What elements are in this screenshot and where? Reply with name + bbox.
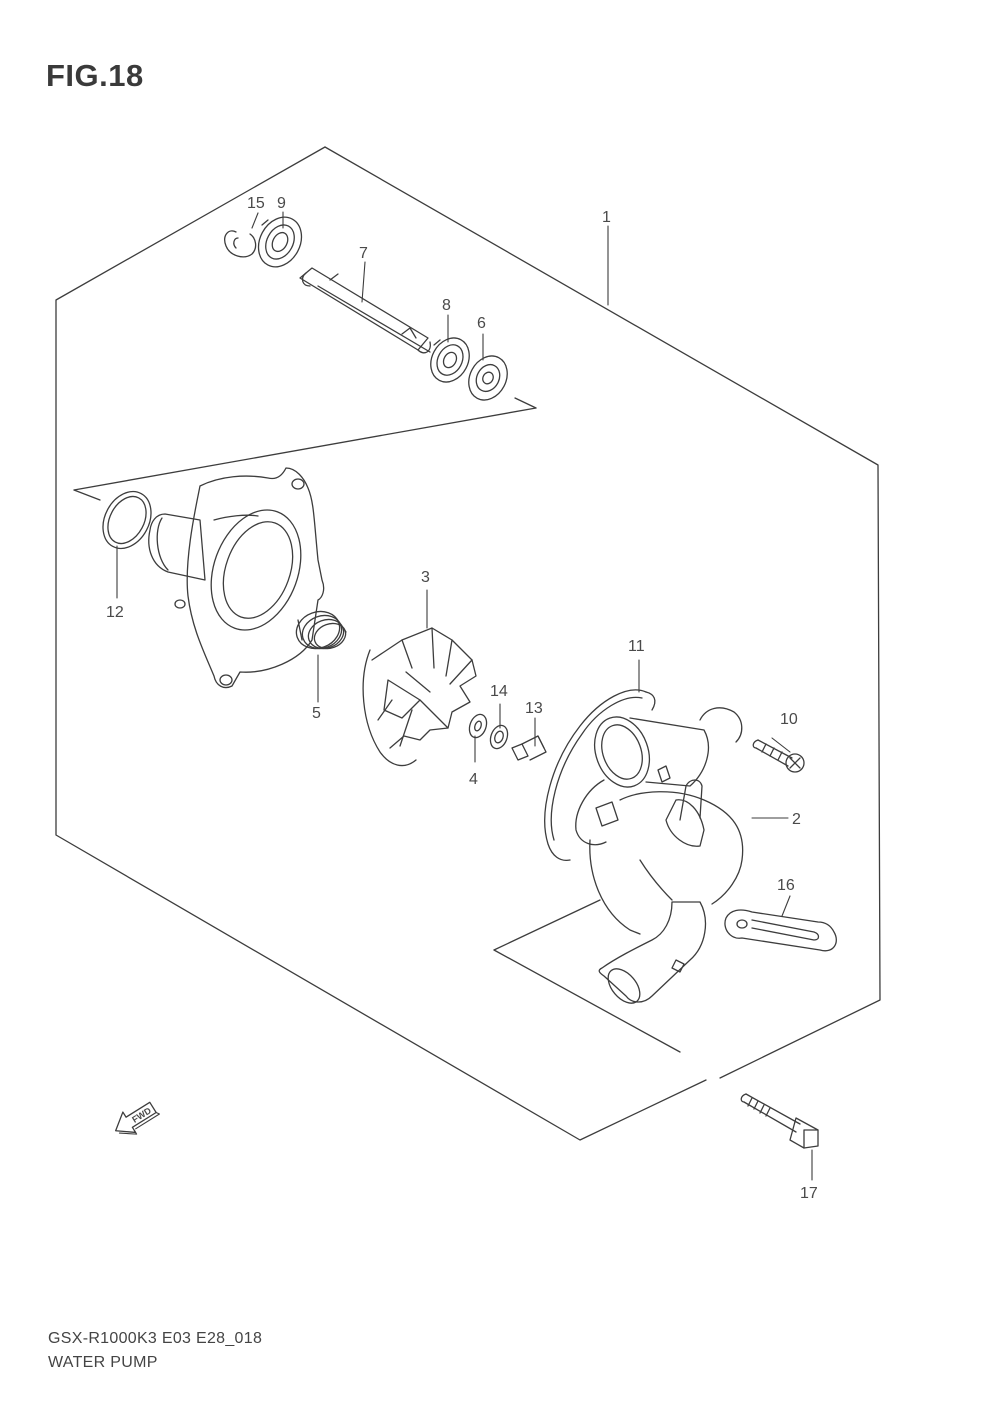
callout-17: 17 (800, 1185, 818, 1202)
assembly-outline (55, 146, 881, 1141)
bracket-part-16 (724, 909, 837, 952)
figure-title: FIG.18 (46, 58, 144, 93)
bearing-part-8 (430, 337, 470, 383)
mechanical-seal-part-5 (295, 610, 347, 650)
callout-15: 15 (247, 195, 265, 212)
bolt-part-10 (752, 739, 805, 773)
callout-10: 10 (780, 711, 798, 728)
bolt-part-13 (511, 735, 547, 761)
circlip-part-15 (224, 230, 257, 258)
leader-lines (116, 211, 813, 1181)
callout-14: 14 (490, 683, 508, 700)
callout-1: 1 (602, 209, 611, 226)
fwd-arrow-icon: FWD (114, 1101, 160, 1135)
washer-part-4 (468, 713, 488, 739)
callout-7: 7 (359, 245, 368, 262)
callout-12: 12 (106, 604, 124, 621)
callout-13: 13 (525, 700, 543, 717)
callout-16: 16 (777, 877, 795, 894)
callout-11: 11 (628, 638, 645, 655)
callout-labels: 1 2 3 4 5 6 7 8 9 10 11 12 13 14 15 16 1… (106, 195, 818, 1202)
model-code: GSX-R1000K3 E03 E28_018 (48, 1330, 263, 1347)
bearing-part-9 (257, 216, 303, 268)
seal-part-6 (468, 355, 508, 401)
shaft-part-7 (299, 267, 431, 354)
o-ring-part-12 (102, 490, 152, 550)
pump-body-part-2 (575, 707, 744, 1004)
washer-part-14 (489, 724, 509, 750)
callout-2: 2 (792, 811, 801, 828)
o-ring-part-11 (544, 689, 656, 862)
callout-3: 3 (421, 569, 430, 586)
impeller-part-3 (362, 627, 477, 767)
callout-6: 6 (477, 315, 486, 332)
section-name: WATER PUMP (48, 1354, 158, 1371)
pump-case-cover (148, 467, 325, 689)
callout-4: 4 (469, 771, 478, 788)
callout-8: 8 (442, 297, 451, 314)
callout-5: 5 (312, 705, 321, 722)
bolt-part-17 (740, 1093, 819, 1149)
callout-9: 9 (277, 195, 286, 212)
